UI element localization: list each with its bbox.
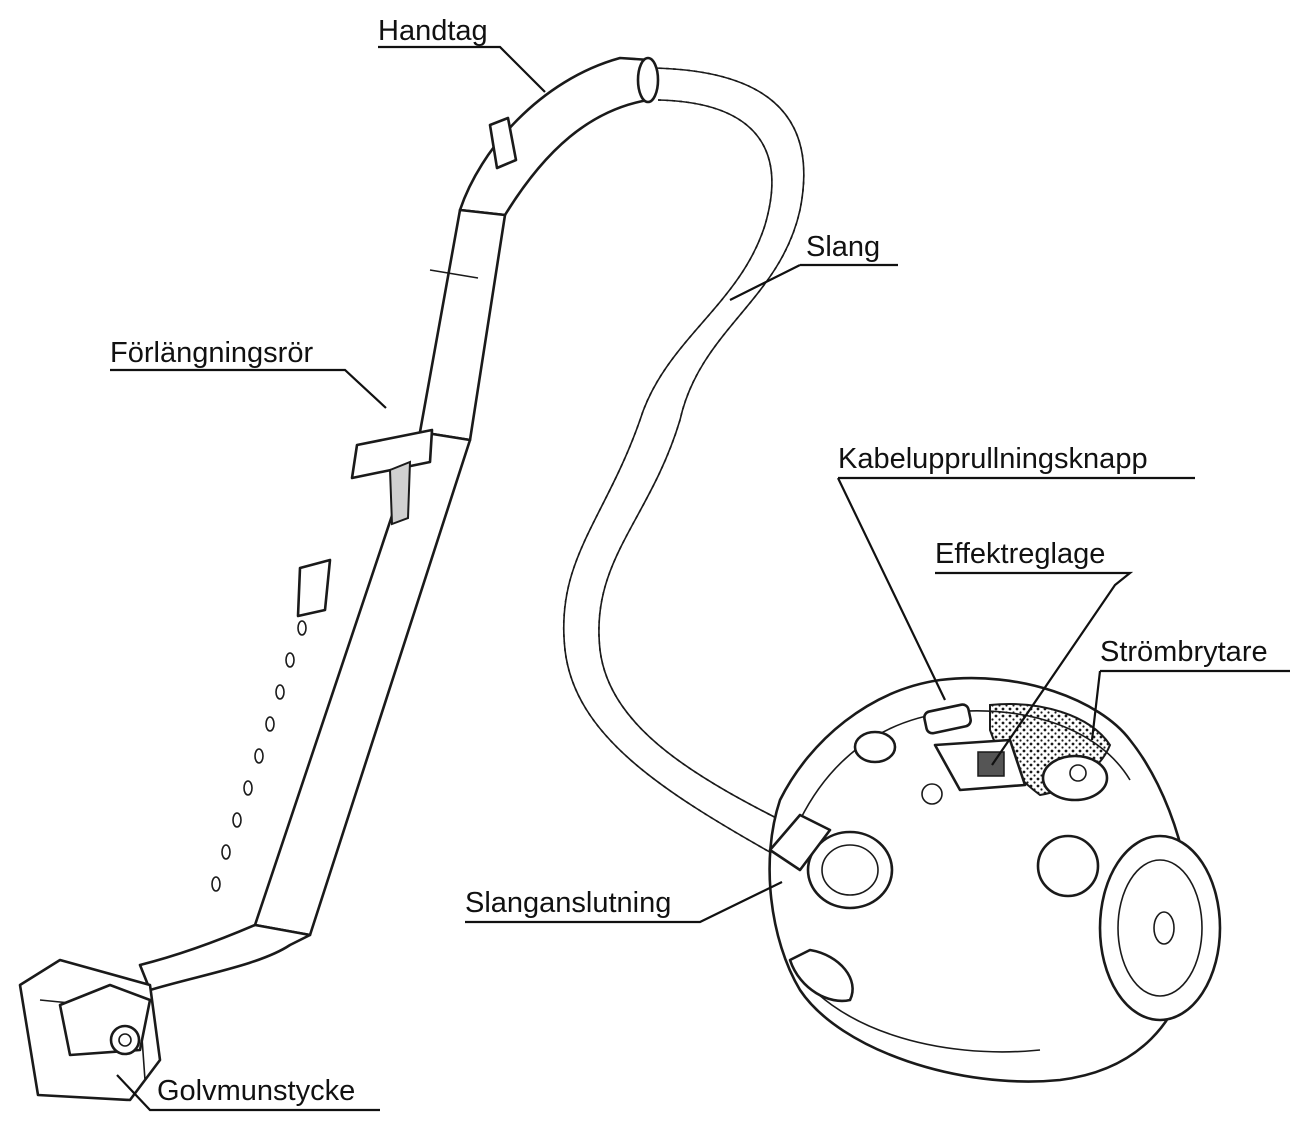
- extension-tube-callout-line: [110, 368, 387, 409]
- hose-connection-callout-line: [465, 881, 783, 924]
- label-hose-connection: Slanganslutning: [465, 887, 671, 919]
- label-extension-tube: Förlängningsrör: [110, 337, 313, 369]
- hose-connector: [768, 813, 894, 910]
- label-floor-nozzle: Golvmunstycke: [157, 1075, 355, 1107]
- extension-tube: [211, 208, 507, 937]
- power-slider-callout-line: [935, 571, 1134, 766]
- label-handle: Handtag: [378, 15, 488, 47]
- vacuum-body: [768, 676, 1222, 1083]
- label-hose: Slang: [806, 231, 880, 263]
- rear-wheel: [1098, 834, 1222, 1022]
- handle-callout-line: [378, 45, 546, 93]
- floor-nozzle-callout-line: [116, 1074, 380, 1112]
- label-power-slider: Effektreglage: [935, 538, 1105, 570]
- power-switch-callout-line: [1090, 669, 1290, 741]
- hose: [563, 67, 805, 856]
- floor-nozzle: [18, 923, 312, 1102]
- cord-rewind-callout-line: [837, 476, 1195, 701]
- callout-lines: [110, 45, 1290, 1112]
- power-slider: [933, 738, 1027, 792]
- handle: [458, 56, 660, 217]
- cord-rewind-button: [923, 703, 972, 735]
- power-switch: [1041, 754, 1109, 802]
- label-cord-rewind-button: Kabelupprullningsknapp: [838, 443, 1148, 475]
- hose-callout-line: [729, 263, 898, 301]
- label-power-switch: Strömbrytare: [1100, 636, 1268, 668]
